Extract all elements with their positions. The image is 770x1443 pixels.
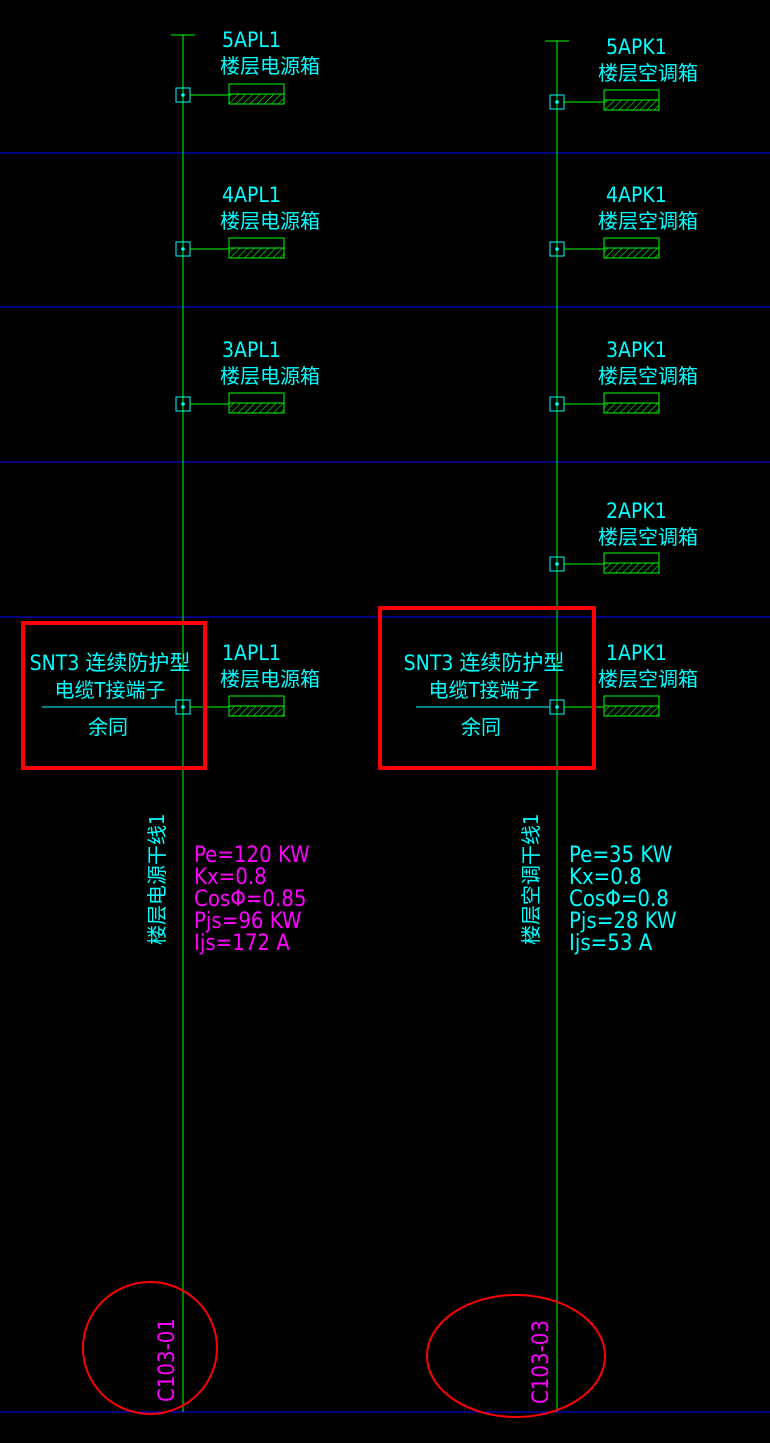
box-code: 4APL1	[222, 183, 281, 207]
terminal-line-2: 电缆T接端子	[55, 678, 166, 702]
load-calculation: Pe=35 KW Kx=0.8 CosΦ=0.8 Pjs=28 KW Ijs=5…	[569, 843, 677, 956]
panel-symbol	[603, 89, 660, 101]
trunk-label: 楼层电源干线1	[145, 814, 169, 945]
calc-ijs: Ijs=172 A	[194, 931, 290, 956]
panel-symbol	[603, 695, 660, 707]
box-name: 楼层电源箱	[220, 364, 320, 388]
calc-ijs: Ijs=53 A	[569, 931, 653, 956]
panel-symbol	[603, 552, 660, 564]
terminal-note: SNT3 连续防护型 电缆T接端子 余同	[30, 651, 191, 739]
calc-cos: CosΦ=0.85	[194, 887, 306, 912]
distribution-box-3[interactable]: 3APK1 楼层空调箱	[549, 338, 698, 414]
box-name: 楼层电源箱	[220, 209, 320, 233]
panel-symbol	[228, 83, 285, 95]
right-riser: 5APK1 楼层空调箱 4APK1 楼层空调箱 3APK1 楼层空调箱	[378, 35, 698, 1418]
box-code: 3APL1	[222, 338, 281, 362]
highlight-box	[21, 621, 207, 770]
box-name: 楼层空调箱	[598, 525, 698, 549]
terminal-line-3: 余同	[88, 715, 128, 739]
box-name: 楼层空调箱	[598, 209, 698, 233]
distribution-box-3[interactable]: 3APL1 楼层电源箱	[175, 338, 320, 414]
panel-symbol	[228, 237, 285, 249]
panel-symbol	[228, 695, 285, 707]
panel-symbol	[603, 237, 660, 249]
highlight-box	[378, 606, 596, 770]
box-name: 楼层空调箱	[598, 667, 698, 691]
distribution-box-2[interactable]: 2APK1 楼层空调箱	[549, 499, 698, 574]
cable-id: C103-03	[529, 1320, 554, 1404]
terminal-line-2: 电缆T接端子	[429, 678, 540, 702]
left-riser: 5APL1 楼层电源箱 4APL1 楼层电源箱 3APL1 楼层电源箱	[21, 28, 320, 1415]
calc-kx: Kx=0.8	[569, 865, 642, 890]
trunk-label: 楼层空调干线1	[519, 814, 543, 945]
box-code: 1APL1	[222, 641, 281, 665]
box-code: 5APK1	[606, 35, 667, 59]
distribution-box-1[interactable]: 1APL1 楼层电源箱	[175, 641, 320, 717]
panel-symbol	[228, 392, 285, 404]
highlight-ellipse	[82, 1281, 218, 1415]
terminal-line-1: SNT3 连续防护型	[404, 651, 565, 675]
box-code: 5APL1	[222, 28, 281, 52]
calc-kx: Kx=0.8	[194, 865, 267, 890]
calc-pe: Pe=35 KW	[569, 843, 672, 868]
distribution-box-5[interactable]: 5APK1 楼层空调箱	[549, 35, 698, 111]
terminal-line-3: 余同	[461, 715, 501, 739]
load-calculation: Pe=120 KW Kx=0.8 CosΦ=0.85 Pjs=96 KW Ijs…	[194, 843, 310, 956]
box-name: 楼层电源箱	[220, 54, 320, 78]
distribution-box-1[interactable]: 1APK1 楼层空调箱	[549, 641, 698, 717]
box-name: 楼层空调箱	[598, 364, 698, 388]
cable-id: C103-01	[155, 1318, 180, 1402]
floor-lines	[0, 152, 770, 1413]
panel-symbol	[603, 392, 660, 404]
calc-cos: CosΦ=0.8	[569, 887, 669, 912]
box-code: 2APK1	[606, 499, 667, 523]
box-code: 4APK1	[606, 183, 667, 207]
terminal-line-1: SNT3 连续防护型	[30, 651, 191, 675]
distribution-box-4[interactable]: 4APK1 楼层空调箱	[549, 183, 698, 259]
calc-pe: Pe=120 KW	[194, 843, 310, 868]
highlight-ellipse	[426, 1294, 606, 1418]
box-code: 1APK1	[606, 641, 667, 665]
box-name: 楼层空调箱	[598, 61, 698, 85]
calc-pjs: Pjs=96 KW	[194, 909, 302, 934]
calc-pjs: Pjs=28 KW	[569, 909, 677, 934]
box-code: 3APK1	[606, 338, 667, 362]
distribution-box-5[interactable]: 5APL1 楼层电源箱	[175, 28, 320, 105]
box-name: 楼层电源箱	[220, 667, 320, 691]
distribution-box-4[interactable]: 4APL1 楼层电源箱	[175, 183, 320, 259]
terminal-note: SNT3 连续防护型 电缆T接端子 余同	[404, 651, 565, 739]
